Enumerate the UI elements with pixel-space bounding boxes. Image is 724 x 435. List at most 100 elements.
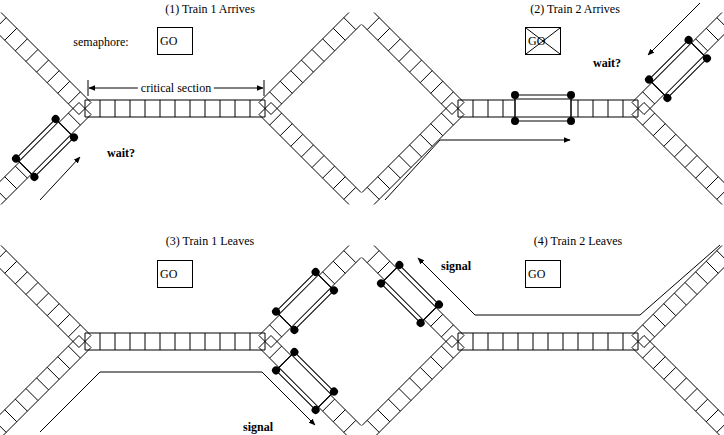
train-body [276,352,334,410]
tie [333,177,345,189]
semaphore-state: GO [158,261,177,281]
tie [431,81,443,93]
tie [280,124,292,136]
tie [399,389,411,401]
tie [68,92,80,104]
tie [235,333,236,350]
tie [378,261,390,273]
tie [190,333,191,350]
tie [130,333,131,350]
tie [717,251,724,263]
rail [271,258,361,348]
rail [362,258,452,348]
rail [362,102,452,192]
cross-line [526,28,560,54]
tie [115,100,116,117]
tie [431,357,443,369]
tie [608,100,609,117]
train-body [19,122,71,174]
track [632,102,724,204]
tie [175,333,176,350]
tie [696,399,708,411]
tie [685,156,697,168]
train-body [384,268,436,320]
tie [68,113,80,125]
tie [664,304,676,316]
tie [323,39,335,51]
semaphore-box: GO [157,260,193,288]
tie [441,92,453,104]
track [458,333,638,350]
train-body [649,40,707,98]
tie [717,18,724,30]
rail [644,258,724,348]
tie [593,333,594,350]
rail [271,25,361,115]
tie [664,367,676,379]
tie [270,113,282,125]
tie [503,100,504,117]
tie [270,346,282,358]
tie [79,102,91,114]
tie [100,333,101,350]
tie [344,187,356,199]
tie [205,333,206,350]
tie [115,333,116,350]
tie [220,100,221,117]
track [0,12,91,114]
rail [271,102,361,192]
rail [0,102,79,192]
tie [344,251,356,263]
tie [378,177,390,189]
rail [632,348,722,435]
tie [47,71,59,83]
tie [503,333,504,350]
tie [441,113,453,125]
tie [388,39,400,51]
tie [608,333,609,350]
tie [312,49,324,61]
tie [488,333,489,350]
wheel [68,132,79,143]
train-body [515,99,571,117]
tie [593,100,594,117]
wheel [289,324,300,335]
panel-title: (1) Train 1 Arrives [165,2,255,16]
track [259,12,361,114]
rail [1,245,91,335]
panel-title: (3) Train 1 Leaves [166,234,254,248]
wheel [10,153,21,164]
tie [205,100,206,117]
tie [420,367,432,379]
tie [220,333,221,350]
tie [431,314,443,326]
rail [644,335,724,425]
rail [1,12,91,102]
wheel [643,74,654,85]
tie [578,100,579,117]
tie [674,293,686,305]
semaphore-box: GO [157,27,193,55]
tie [344,420,356,432]
tie [420,134,432,146]
rail [644,102,724,192]
wheel [567,91,575,99]
tie [160,333,161,350]
tie [5,410,17,422]
tie [235,100,236,117]
tie [653,124,665,136]
tie [37,378,49,390]
track [0,245,91,347]
tie [58,81,70,93]
tie [441,346,453,358]
tie [259,102,271,114]
train [375,259,444,328]
semaphore-state: GO [526,28,545,48]
semaphore-box: GO [525,27,561,55]
tie [250,100,251,117]
tie [79,102,91,114]
tie [47,304,59,316]
tie [685,389,697,401]
rail [632,115,722,205]
tie [452,102,464,114]
